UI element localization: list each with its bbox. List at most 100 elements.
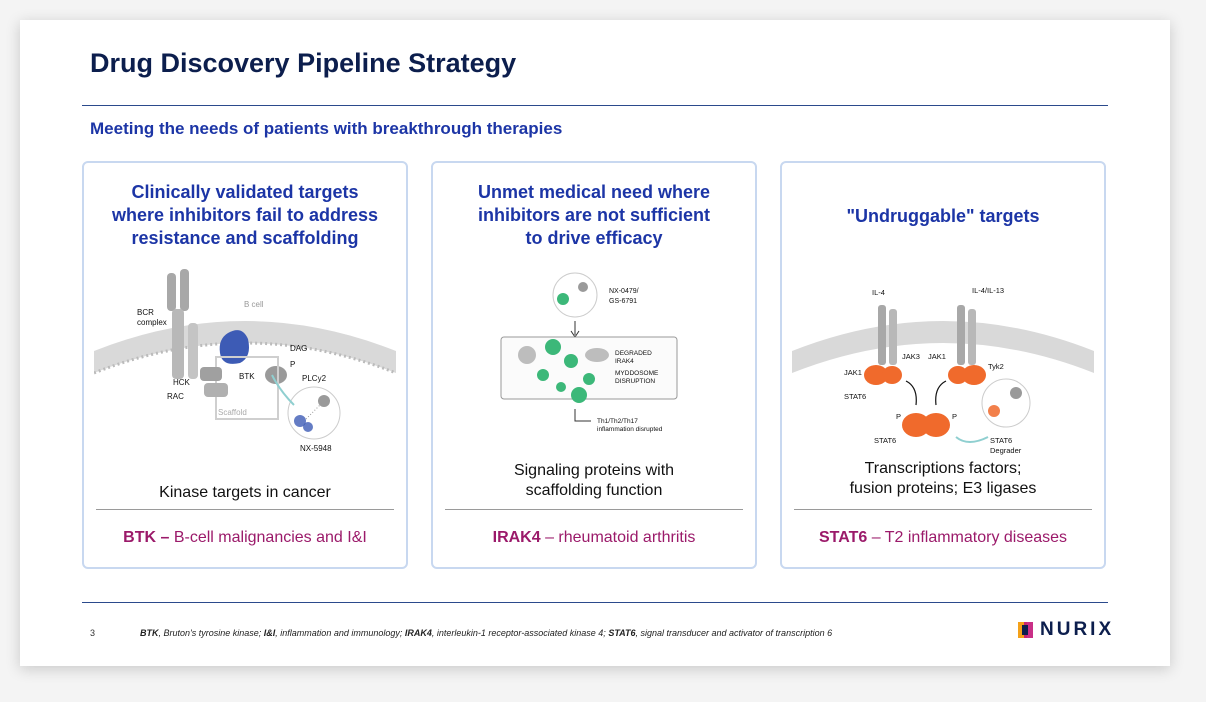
- stat6-illustration: IL-4 IL-4/IL-13 JAK3 JAK1 JAK1 Tyk2 STAT…: [792, 286, 1094, 455]
- degrader-ligand: [318, 395, 330, 407]
- caption-line: fusion proteins; E3 ligases: [849, 480, 1037, 497]
- label-jak1: JAK1: [928, 352, 946, 361]
- heading-line: "Undruggable" targets: [846, 206, 1040, 226]
- target-name: IRAK4: [492, 529, 541, 546]
- heading-line: resistance and scaffolding: [131, 228, 359, 248]
- footnote-term: I&I: [263, 628, 276, 638]
- target-name: BTK –: [123, 529, 170, 546]
- rac-protein: [204, 383, 228, 397]
- heading-line: to drive efficacy: [525, 228, 663, 248]
- label-il4: IL-4: [872, 288, 885, 297]
- degrader-ligand: [988, 405, 1000, 417]
- label-stat6: STAT6: [844, 392, 866, 401]
- receptor-chain: [889, 309, 897, 365]
- label-inflammation: inflammation disrupted: [597, 426, 663, 433]
- jak-protein: [864, 365, 888, 385]
- label-nx5948: NX-5948: [300, 444, 332, 453]
- label-rac: RAC: [167, 392, 184, 401]
- btk-protein: [219, 330, 249, 364]
- heading-line: Clinically validated targets: [131, 182, 359, 202]
- card-target: IRAK4 – rheumatoid arthritis: [433, 529, 755, 547]
- footnote-text: , inflammation and immunology;: [275, 628, 405, 638]
- arrow-right: [574, 409, 591, 422]
- label-bcell: B cell: [244, 300, 264, 309]
- hck-protein: [200, 367, 222, 381]
- footnote-term: BTK: [140, 628, 159, 638]
- card-divider: [445, 509, 743, 510]
- bcr-arm: [167, 273, 176, 311]
- irak4-fragment: [564, 354, 578, 368]
- label-degrader: Degrader: [990, 446, 1022, 455]
- page-subtitle: Meeting the needs of patients with break…: [90, 119, 563, 138]
- logo-wordmark: NURIX: [1040, 619, 1115, 640]
- target-name: STAT6: [818, 529, 868, 546]
- label-p: P: [952, 412, 957, 421]
- footnote-term: IRAK4: [404, 628, 432, 638]
- card-heading: "Undruggable" targets: [782, 205, 1104, 228]
- label-jak3: JAK3: [902, 352, 920, 361]
- degrader-ligand: [1010, 387, 1022, 399]
- label-gs6791: GS-6791: [609, 298, 637, 305]
- target-indication: – rheumatoid arthritis: [540, 529, 696, 546]
- label-nx0479: NX-0479/: [609, 288, 639, 295]
- jak-protein: [948, 366, 968, 384]
- degrader-circle: [287, 386, 341, 440]
- plcy2-protein: [265, 366, 287, 384]
- myddosome-box: [500, 336, 678, 400]
- label-irak4: IRAK4: [615, 358, 634, 365]
- card-btk: Clinically validated targets where inhib…: [82, 161, 408, 569]
- card-caption: Signaling proteins with scaffolding func…: [433, 461, 755, 501]
- receptor-chain: [957, 305, 965, 365]
- caption-line: Transcriptions factors;: [864, 460, 1022, 477]
- label-stat6-degrader: STAT6: [990, 436, 1012, 445]
- degrader-ligand: [303, 422, 313, 432]
- nurix-logo: NURIX: [1018, 618, 1114, 642]
- logo-mark-icon: [1018, 622, 1033, 638]
- stat6-protein: [902, 413, 930, 437]
- arrow: [905, 380, 917, 406]
- footnote-text: , Bruton's tyrosine kinase;: [158, 628, 264, 638]
- irak4-illustration: NX-0479/ GS-6791 DEGRADED IRAK4 MYDDOSOM…: [500, 272, 678, 433]
- membrane: [792, 321, 1094, 373]
- label-plcy2: PLCy2: [302, 374, 327, 383]
- bcr-stalk: [172, 309, 184, 379]
- membrane-edge: [94, 341, 396, 375]
- irak4-fragment: [556, 382, 566, 392]
- card-stat6: "Undruggable" targets IL-4 IL-4/IL-13 JA…: [780, 161, 1106, 569]
- label-p: P: [290, 360, 295, 369]
- receptor-chain: [878, 305, 886, 365]
- caption-line: scaffolding function: [525, 482, 663, 499]
- page-title: Drug Discovery Pipeline Strategy: [90, 48, 517, 78]
- label-p: P: [896, 412, 901, 421]
- footnote-text: , interleukin-1 receptor-associated kina…: [431, 628, 609, 638]
- label-stat6: STAT6: [874, 436, 896, 445]
- degrader-linker: [305, 402, 323, 420]
- label-btk: BTK: [239, 372, 255, 381]
- card-target: STAT6 – T2 inflammatory diseases: [782, 529, 1104, 547]
- card-target: BTK – B-cell malignancies and I&I: [84, 529, 406, 547]
- label-scaffold: Scaffold: [218, 408, 247, 417]
- card-heading: Unmet medical need where inhibitors are …: [433, 181, 755, 250]
- membrane: [94, 321, 396, 373]
- card-irak4: Unmet medical need where inhibitors are …: [431, 161, 757, 569]
- arrow-curve: [271, 374, 295, 406]
- irak4-fragment: [545, 339, 561, 355]
- title-divider: [82, 105, 1108, 106]
- target-indication: – T2 inflammatory diseases: [867, 529, 1068, 546]
- irak4-fragment: [583, 373, 595, 385]
- label-myddosome: MYDDOSOME: [615, 370, 659, 377]
- label-tyk2: Tyk2: [988, 362, 1004, 371]
- degrader-ligand: [294, 415, 306, 427]
- card-caption: Transcriptions factors; fusion proteins;…: [782, 459, 1104, 499]
- degrader-ligand: [557, 293, 569, 305]
- label-th: Th1/Th2/Th17: [597, 418, 638, 425]
- degrader-circle: [981, 378, 1031, 428]
- target-indication: B-cell malignancies and I&I: [169, 529, 367, 546]
- jak-protein: [882, 366, 902, 384]
- card-divider: [96, 509, 394, 510]
- label-disruption: DISRUPTION: [615, 378, 655, 385]
- label-degraded: DEGRADED: [615, 350, 652, 357]
- irak4-fragment: [571, 387, 587, 403]
- btk-illustration: BCR complex B cell BTK DAG P PLCy2 Scaff…: [94, 269, 396, 453]
- receptor-chain: [968, 309, 976, 365]
